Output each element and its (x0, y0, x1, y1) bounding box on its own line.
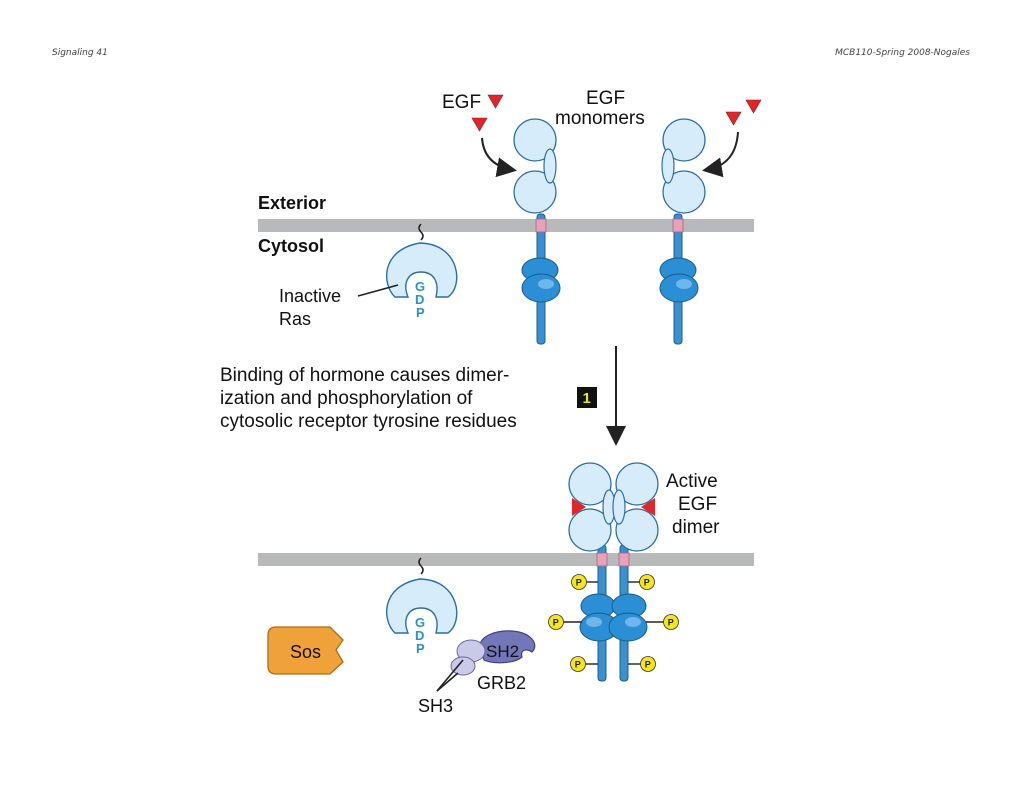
sos-protein (267, 626, 344, 675)
sh3-pointer-line (436, 659, 464, 692)
phosphate-icon: P (639, 574, 655, 590)
phosphate-icon: P (663, 614, 679, 630)
sh2-label: SH2 (486, 642, 519, 661)
egf-ligand-icon (487, 94, 504, 109)
step-description: cytosolic receptor tyrosine residues (220, 411, 517, 432)
gdp-letter: D (415, 292, 424, 307)
slide-number: Signaling 41 (52, 48, 108, 58)
phosphate-icon: P (548, 614, 564, 630)
svg-text:P: P (668, 617, 674, 627)
step-number-badge (577, 387, 597, 408)
sh3-pointer-line (436, 672, 459, 692)
phosphate-links (563, 581, 664, 665)
egf-ligand-icon (745, 99, 762, 114)
gdp-letter: D (415, 628, 424, 643)
egf-monomers-label: monomers (555, 108, 645, 129)
gdp-letter: G (415, 279, 425, 294)
sh3-label: SH3 (418, 696, 453, 716)
phosphate-icon: P (570, 656, 586, 672)
egf-receptor-monomer (513, 118, 561, 345)
inactive-ras (385, 223, 458, 298)
sos-label: Sos (290, 642, 321, 662)
gdp-letter: G (415, 615, 425, 630)
step-description: ization and phosphorylation of (220, 388, 473, 409)
phosphate-icon: P (571, 574, 587, 590)
gdp-letter: P (416, 305, 425, 320)
gdp-letter: P (416, 641, 425, 656)
egf-monomers-label: EGF (586, 88, 625, 109)
cytosol-label: Cytosol (258, 236, 324, 256)
membrane-top (258, 219, 754, 232)
grb2-protein (450, 630, 536, 676)
step-number: 1 (583, 390, 591, 407)
ras (385, 557, 458, 634)
svg-text:P: P (644, 577, 650, 587)
step-description: Binding of hormone causes dimer- (220, 365, 509, 386)
active-dimer-label: EGF (678, 494, 717, 515)
phosphate-icon: P (640, 656, 656, 672)
active-dimer-label: Active (666, 471, 718, 492)
membrane-bottom (258, 553, 754, 566)
egf-ligand-icon (725, 111, 742, 126)
egf-receptor-monomer (659, 118, 706, 345)
course-label: MCB110-Spring 2008-Nogales (835, 48, 970, 58)
svg-text:P: P (575, 659, 581, 669)
binding-arrow (481, 137, 517, 178)
inactive-ras-label: Inactive (279, 286, 341, 306)
exterior-label: Exterior (258, 193, 326, 213)
inactive-ras-label: Ras (279, 309, 311, 329)
active-dimer-label: dimer (672, 517, 720, 538)
egf-label: EGF (442, 92, 481, 113)
egf-ligand-icon (471, 117, 488, 132)
grb2-label: GRB2 (477, 673, 526, 693)
ras-pointer-line (357, 284, 399, 297)
svg-text:P: P (576, 577, 582, 587)
svg-text:P: P (553, 617, 559, 627)
svg-text:P: P (645, 659, 651, 669)
binding-arrow (702, 131, 739, 178)
active-egf-dimer (568, 462, 659, 682)
